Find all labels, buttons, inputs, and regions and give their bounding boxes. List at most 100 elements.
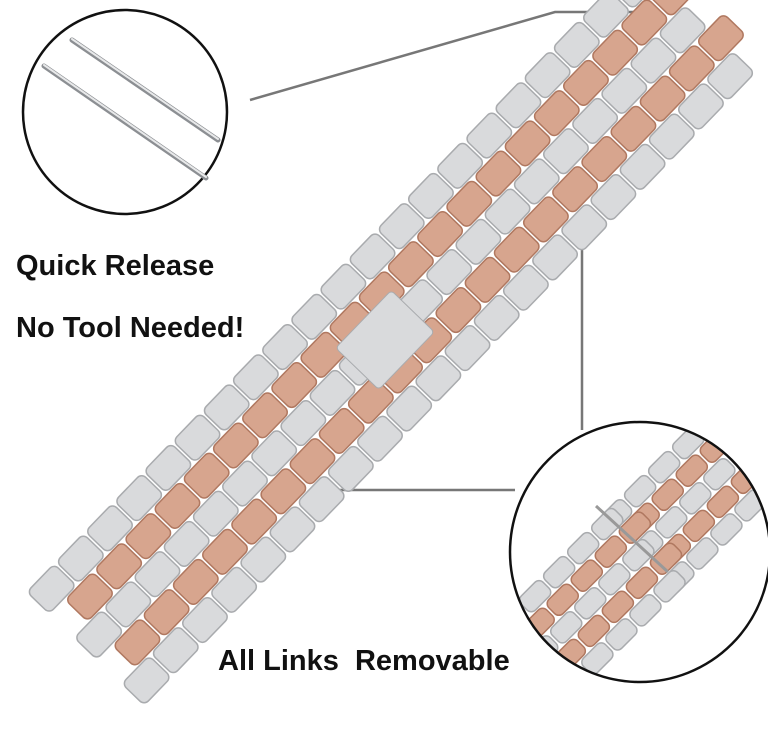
band-link [347, 377, 394, 424]
band-link [754, 437, 768, 471]
band-link [466, 112, 513, 159]
band-link [703, 457, 736, 491]
band-link [455, 218, 502, 265]
band-link [291, 293, 338, 340]
band-link [271, 362, 318, 409]
band-link [232, 354, 279, 401]
band-link [650, 0, 697, 16]
band-link [222, 460, 268, 507]
band-link [464, 256, 511, 303]
band-link [552, 166, 599, 213]
band-link [581, 135, 628, 183]
band-link [192, 490, 239, 537]
band-link [116, 475, 163, 522]
band-link [562, 59, 609, 107]
band-link [710, 513, 743, 546]
band-link [504, 120, 551, 167]
band-link [163, 520, 210, 568]
band-link [269, 506, 316, 553]
band-link [289, 438, 336, 485]
band-link [682, 509, 716, 543]
band-link [686, 537, 719, 570]
band-link [444, 325, 491, 372]
band-link [309, 369, 356, 416]
band-link [260, 468, 307, 515]
band-link [446, 180, 493, 227]
band-link [114, 619, 161, 666]
band-link [437, 142, 484, 189]
band-link [426, 248, 473, 296]
band-link [105, 581, 152, 628]
band-link [605, 618, 638, 651]
band-link [231, 498, 278, 545]
band-link [668, 45, 715, 92]
band-link [435, 287, 482, 334]
band-link [327, 445, 374, 493]
band-link [143, 589, 190, 636]
band-link [706, 485, 740, 519]
band-link [96, 543, 143, 590]
band-link [415, 355, 462, 402]
band-link [639, 75, 686, 122]
no-tool-label: No Tool Needed! [16, 312, 245, 344]
band-link [601, 67, 648, 114]
band-link [513, 158, 560, 205]
band-link [320, 263, 367, 310]
band-link [280, 400, 327, 447]
band-link [653, 570, 686, 603]
band-link [566, 531, 600, 565]
band-link [590, 173, 637, 221]
band-link [76, 611, 123, 658]
band-link [577, 614, 611, 648]
band-link [594, 535, 628, 568]
spring-bar-detail [21, 8, 229, 216]
band-link [493, 226, 540, 273]
band-link [262, 323, 309, 371]
band-link [524, 52, 571, 99]
band-link [67, 573, 113, 620]
band-link [622, 538, 655, 572]
band-link [202, 528, 248, 575]
band-link [318, 407, 365, 454]
band-link [698, 15, 744, 62]
band-link [123, 657, 170, 704]
band-link [625, 566, 659, 600]
band-link [574, 586, 607, 620]
band-link [629, 594, 662, 627]
band-link [298, 476, 345, 523]
band-link [654, 506, 688, 539]
band-link [601, 590, 635, 624]
band-link [679, 481, 712, 515]
band-link [677, 83, 724, 130]
band-link [357, 415, 403, 462]
band-link [532, 234, 579, 281]
band-link [212, 422, 259, 469]
band-link [251, 430, 298, 477]
band-link [590, 507, 624, 541]
band-link [758, 465, 768, 498]
band-link [649, 542, 683, 576]
band-link [542, 128, 589, 175]
band-link [473, 294, 520, 341]
band-link [546, 583, 580, 617]
band-link [623, 474, 657, 508]
band-link [648, 113, 695, 160]
band-link [240, 536, 287, 583]
band-link [181, 596, 228, 644]
band-link [300, 331, 347, 378]
band-link [553, 21, 600, 68]
band-link [572, 97, 619, 145]
band-link [484, 188, 531, 235]
band-link [87, 505, 133, 552]
band-link [583, 0, 629, 38]
band-link [518, 579, 552, 613]
band-link [145, 444, 192, 491]
band-link [542, 555, 576, 589]
band-link [598, 562, 631, 596]
band-link [417, 210, 464, 258]
quick-release-label: Quick Release [16, 250, 215, 282]
band-link [152, 627, 199, 674]
band-link [695, 422, 729, 436]
band-link [174, 414, 221, 461]
